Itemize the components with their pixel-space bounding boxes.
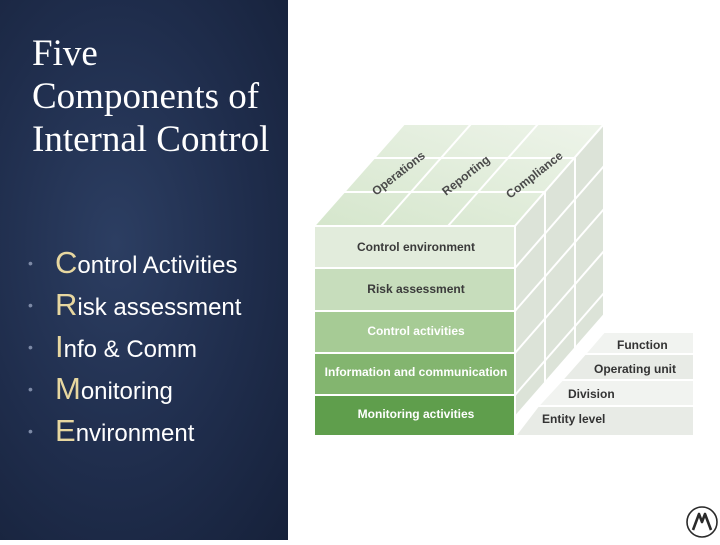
- row-label-information-communication: Information and communication: [325, 365, 508, 379]
- bullet-initial: M: [55, 371, 81, 406]
- list-item: • Environment: [28, 410, 290, 452]
- row-label-control-environment: Control environment: [357, 240, 475, 254]
- list-item: • Risk assessment: [28, 284, 290, 326]
- bullet-initial: R: [55, 287, 78, 322]
- bullet-text: ontrol Activities: [77, 252, 238, 279]
- side-box-division: [535, 379, 694, 407]
- title-panel: Five Components of Internal Control • Con…: [0, 0, 288, 540]
- row-label-monitoring-activities: Monitoring activities: [358, 407, 475, 421]
- bullet-text: onitoring: [80, 378, 173, 405]
- bullet-initial: I: [55, 329, 64, 364]
- side-label-operating-unit: Operating unit: [594, 362, 676, 376]
- cube-top-grid: [344, 123, 575, 227]
- bullet-dot-icon: •: [28, 297, 33, 313]
- bullet-initial: E: [55, 413, 76, 448]
- bullet-dot-icon: •: [28, 255, 33, 271]
- bullet-text: nvironment: [75, 420, 195, 447]
- row-label-control-activities: Control activities: [367, 324, 465, 338]
- coso-cube-diagram: Operations Reporting Compliance Control …: [312, 122, 694, 438]
- side-label-entity-level: Entity level: [542, 412, 605, 426]
- cube-right-grid: [514, 158, 605, 396]
- list-item: • Info & Comm: [28, 326, 290, 368]
- side-box-operating-unit: [559, 353, 694, 381]
- bullet-initial: C: [55, 245, 78, 280]
- front-row-monitoring-activities: [313, 394, 516, 437]
- side-label-division: Division: [568, 387, 615, 401]
- side-box-entity-level: [512, 405, 694, 437]
- side-box-function: [582, 331, 694, 355]
- bullet-dot-icon: •: [28, 381, 33, 397]
- bullet-text: isk assessment: [77, 294, 242, 321]
- slide-title: Five Components of Internal Control: [32, 33, 270, 160]
- logo-icon: [684, 504, 720, 540]
- row-label-risk-assessment: Risk assessment: [367, 282, 464, 296]
- list-item: • Control Activities: [28, 242, 290, 284]
- bullet-dot-icon: •: [28, 339, 33, 355]
- component-list: • Control Activities • Risk assessment • In…: [28, 242, 290, 452]
- list-item: • Monitoring: [28, 368, 290, 410]
- side-label-function: Function: [617, 338, 668, 352]
- bullet-dot-icon: •: [28, 423, 33, 439]
- bullet-text: nfo & Comm: [63, 336, 197, 363]
